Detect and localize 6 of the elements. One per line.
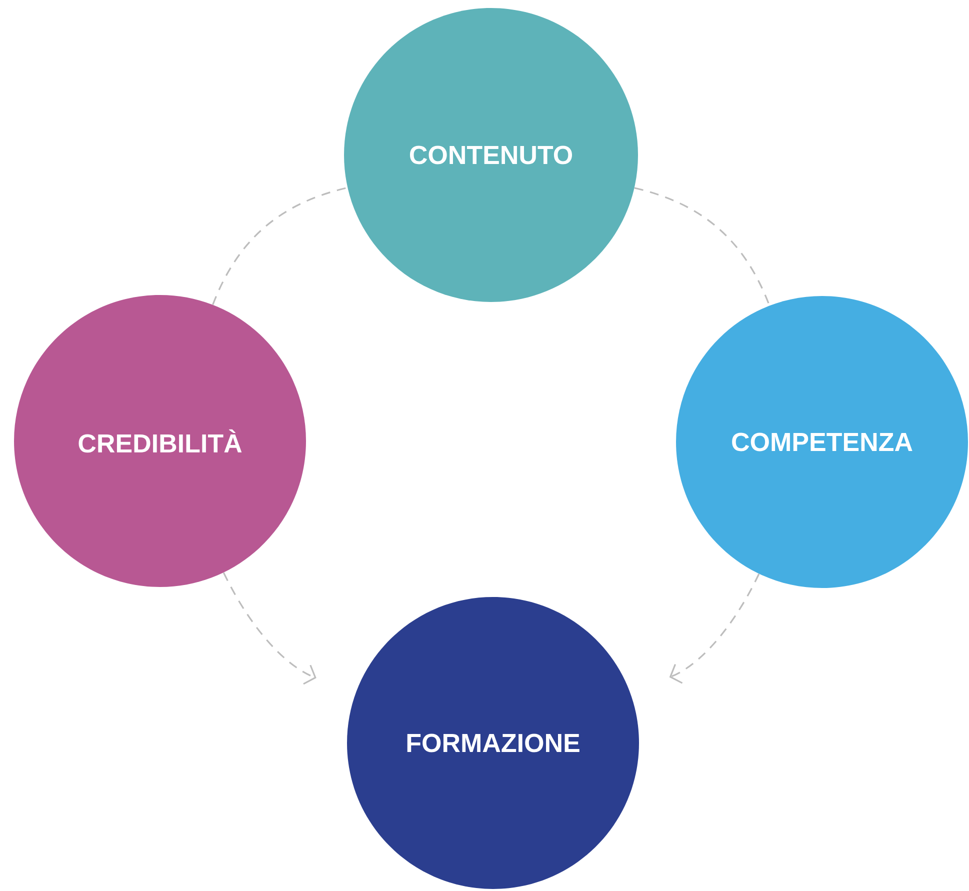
circle-node: CREDIBILITÀ bbox=[14, 295, 306, 587]
circle-node: CONTENUTO bbox=[344, 8, 638, 302]
arrow bbox=[222, 572, 316, 685]
circle-node: COMPETENZA bbox=[676, 296, 968, 588]
circle-node: FORMAZIONE bbox=[347, 597, 639, 889]
arrow bbox=[669, 574, 760, 684]
